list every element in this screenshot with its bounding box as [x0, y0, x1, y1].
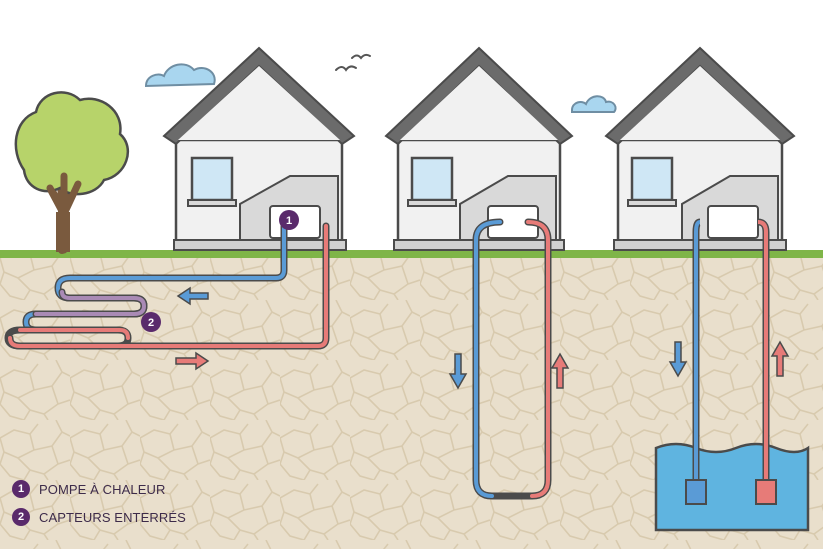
- cloud-icon: [571, 95, 617, 113]
- bird-icon: [335, 53, 371, 72]
- arrow-right-icon: [175, 351, 210, 371]
- svg-text:2: 2: [148, 317, 154, 329]
- arrow-down-icon: [668, 341, 688, 378]
- arrow-up-icon: [770, 340, 790, 377]
- marker-collectors: 2: [141, 312, 161, 332]
- legend-badge: 1: [12, 480, 30, 498]
- legend-item: 2 CAPTEURS ENTERRÉS: [12, 506, 186, 528]
- horizontal-collector: [4, 222, 330, 350]
- legend: 1 POMPE À CHALEUR 2 CAPTEURS ENTERRÉS: [12, 478, 186, 534]
- arrow-down-icon: [448, 353, 468, 390]
- arrow-up-icon: [550, 352, 570, 389]
- grass-line: [0, 250, 823, 258]
- cloud-icon: [144, 63, 216, 88]
- legend-item: 1 POMPE À CHALEUR: [12, 478, 186, 500]
- legend-label: CAPTEURS ENTERRÉS: [39, 509, 186, 525]
- vertical-probe: [472, 218, 552, 500]
- legend-label: POMPE À CHALEUR: [39, 481, 166, 497]
- water-table: [654, 218, 810, 532]
- svg-text:1: 1: [286, 215, 292, 227]
- heat-pump-unit: [707, 205, 759, 239]
- tree-icon: [14, 91, 130, 254]
- arrow-left-icon: [176, 286, 209, 306]
- marker-heat-pump: 1: [279, 210, 299, 230]
- legend-badge: 2: [12, 508, 30, 526]
- house-2: [384, 46, 574, 251]
- house-3: [604, 46, 796, 251]
